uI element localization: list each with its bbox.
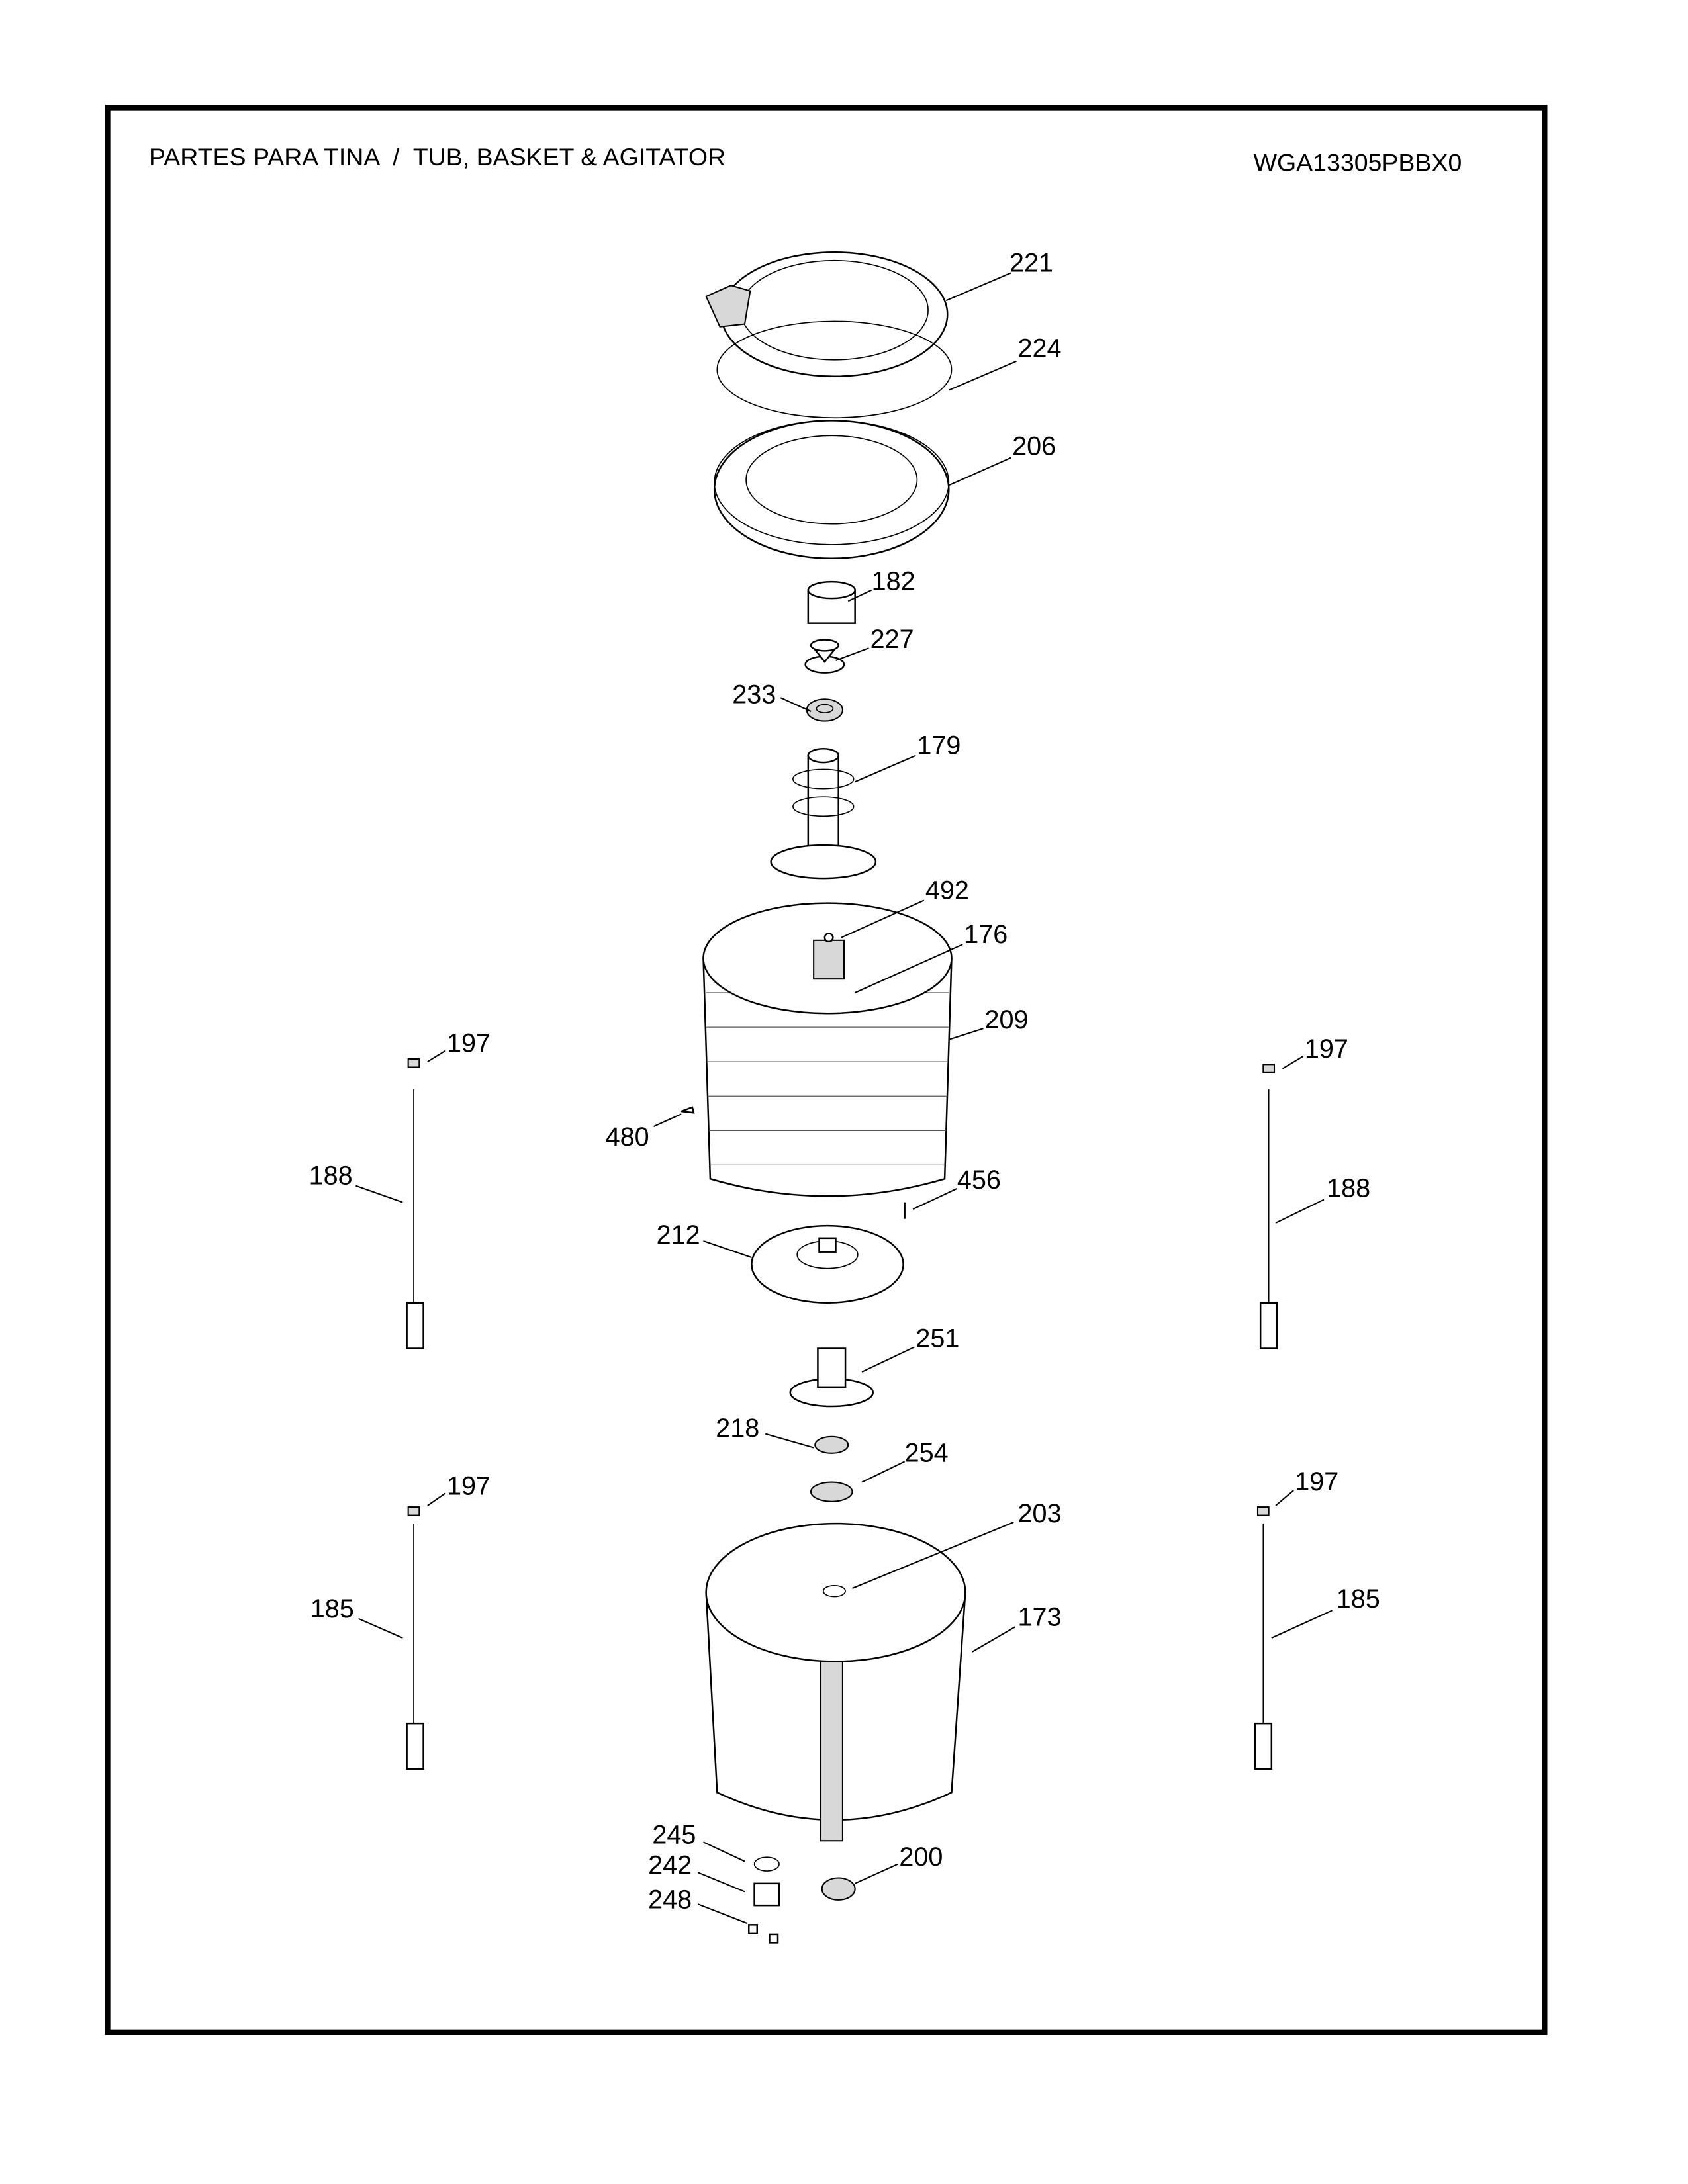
callout-492: 492 — [841, 876, 969, 938]
callout-185-left: 185 — [310, 1594, 403, 1639]
callout-218: 218 — [716, 1414, 814, 1449]
callout-197-lower-left: 197 — [427, 1471, 491, 1506]
part-254-gear — [810, 1481, 853, 1502]
diagram-title: PARTES PARA TINA / TUB, BASKET & AGITATO… — [149, 143, 726, 171]
callout-176: 176 — [855, 920, 1008, 993]
svg-text:480: 480 — [606, 1122, 649, 1152]
part-200 — [821, 1877, 856, 1901]
callout-206: 206 — [948, 432, 1056, 486]
part-233 — [806, 698, 843, 722]
svg-text:188: 188 — [1327, 1173, 1370, 1203]
model-number: WGA13305PBBX0 — [1254, 148, 1462, 176]
part-212-hub — [751, 1224, 904, 1304]
callout-188-left: 188 — [309, 1161, 403, 1203]
callout-480: 480 — [606, 1113, 682, 1152]
svg-text:254: 254 — [905, 1438, 949, 1467]
callout-242: 242 — [648, 1850, 745, 1893]
callout-173: 173 — [972, 1602, 1062, 1653]
callout-212: 212 — [657, 1220, 752, 1258]
callout-254: 254 — [861, 1438, 949, 1483]
callout-188-right: 188 — [1275, 1173, 1370, 1224]
suspension-rods — [406, 1058, 1278, 1770]
svg-text:242: 242 — [648, 1850, 692, 1880]
part-480-screw — [680, 1106, 695, 1114]
callout-179: 179 — [855, 731, 961, 783]
callout-227: 227 — [835, 625, 914, 661]
callout-185-right: 185 — [1271, 1584, 1380, 1639]
svg-text:179: 179 — [917, 731, 961, 760]
svg-text:209: 209 — [985, 1005, 1029, 1034]
callout-197-upper-right: 197 — [1282, 1034, 1348, 1069]
svg-text:456: 456 — [957, 1165, 1001, 1195]
part-173-outer-tub — [705, 1522, 966, 1842]
svg-text:248: 248 — [648, 1885, 692, 1914]
svg-text:173: 173 — [1018, 1602, 1062, 1631]
part-206-balance-ring — [713, 420, 950, 559]
callout-251: 251 — [861, 1324, 959, 1373]
svg-text:218: 218 — [716, 1414, 759, 1443]
callout-209: 209 — [949, 1005, 1029, 1040]
part-218-nut — [814, 1435, 849, 1454]
svg-text:197: 197 — [447, 1029, 491, 1058]
svg-text:492: 492 — [925, 876, 969, 905]
part-221-tub-cover — [705, 251, 949, 377]
callout-245: 245 — [652, 1820, 745, 1862]
svg-text:185: 185 — [1336, 1584, 1380, 1614]
part-251 — [789, 1347, 874, 1408]
svg-text:185: 185 — [310, 1594, 354, 1623]
svg-text:197: 197 — [1305, 1034, 1348, 1064]
callout-221: 221 — [945, 248, 1053, 302]
part-179-agitator — [770, 748, 877, 880]
callout-456: 456 — [912, 1165, 1001, 1210]
svg-text:233: 233 — [732, 680, 776, 709]
svg-text:176: 176 — [964, 920, 1008, 949]
callout-248: 248 — [648, 1885, 748, 1925]
svg-text:200: 200 — [899, 1843, 943, 1872]
svg-text:221: 221 — [1009, 248, 1053, 277]
svg-text:245: 245 — [652, 1820, 696, 1849]
callout-197-lower-right: 197 — [1275, 1467, 1338, 1506]
page-frame — [105, 105, 1548, 2035]
part-227 — [804, 639, 845, 674]
callout-200: 200 — [855, 1843, 943, 1884]
svg-text:203: 203 — [1018, 1499, 1062, 1528]
callout-203: 203 — [852, 1499, 1062, 1589]
callout-233: 233 — [732, 680, 812, 712]
part-209-basket — [702, 902, 953, 1197]
svg-text:182: 182 — [872, 567, 915, 596]
svg-text:197: 197 — [447, 1471, 491, 1500]
svg-text:197: 197 — [1295, 1467, 1338, 1496]
svg-text:206: 206 — [1012, 432, 1056, 461]
svg-text:227: 227 — [870, 625, 914, 654]
part-245-242-248 — [748, 1856, 780, 1944]
svg-text:251: 251 — [915, 1324, 959, 1353]
svg-text:188: 188 — [309, 1161, 353, 1191]
part-224-gasket — [716, 320, 953, 419]
callout-182: 182 — [847, 567, 915, 602]
svg-text:224: 224 — [1018, 334, 1062, 363]
callout-224: 224 — [948, 334, 1062, 391]
part-182 — [807, 580, 856, 624]
svg-text:212: 212 — [657, 1220, 700, 1250]
callout-197-upper-left: 197 — [427, 1029, 491, 1063]
